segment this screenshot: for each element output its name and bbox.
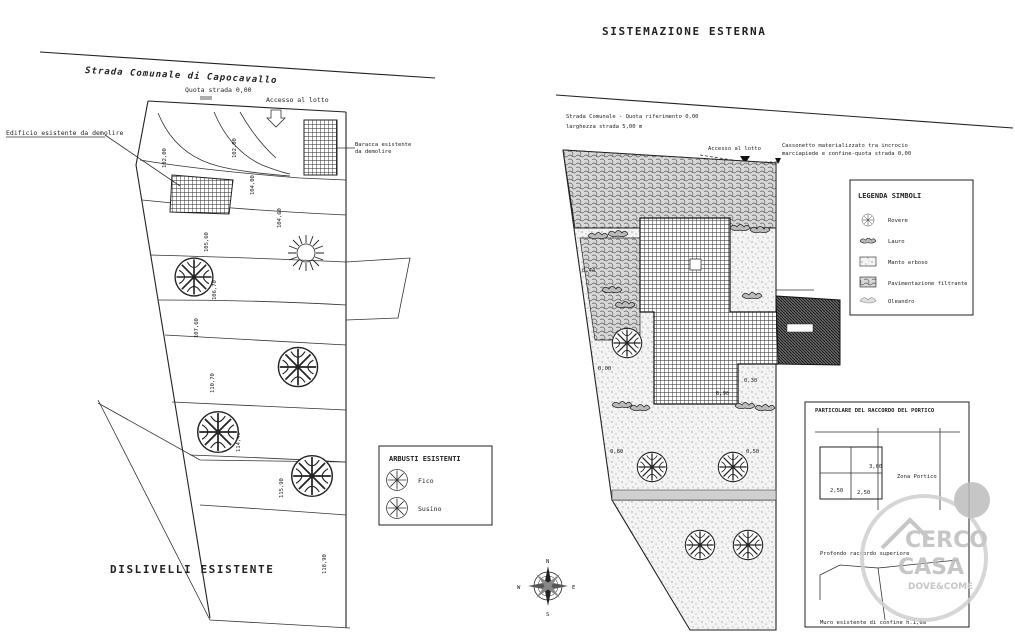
- arrow-down-icon: [266, 109, 286, 128]
- legenda-simboli: LEGENDA SIMBOLI Rovere Lauro Manto erbos…: [849, 179, 974, 316]
- level-label: 104,60: [277, 208, 283, 228]
- detail-zona-portico: Zona Portico: [897, 474, 937, 480]
- access-marker-icon: [740, 156, 750, 164]
- detail-dim-3: 3,00: [869, 464, 882, 470]
- arbusti-legend: ARBUSTI ESISTENTI Fico Susino: [378, 445, 493, 526]
- detail-dim-2: 2,50: [857, 490, 870, 496]
- baracca-label-2: da demolire: [355, 149, 391, 155]
- plum-tree-icon: [290, 454, 334, 498]
- level-label: 102,00: [162, 148, 168, 168]
- road-edge-top: [39, 51, 436, 79]
- legend-item-lauro: Lauro: [888, 239, 905, 245]
- legend-item-pavimentazione: Pavimentazione filtrante: [888, 281, 967, 287]
- left-panel-title: DISLIVELLI ESISTENTE: [110, 563, 274, 576]
- level-label: 104,00: [250, 175, 256, 195]
- plum-icon: [386, 497, 408, 519]
- level-label: 114,40: [236, 432, 242, 452]
- edificio-label: Edificio esistente da demolire: [6, 129, 123, 137]
- edificio-building: [169, 174, 234, 215]
- legend-item-fico: Fico: [418, 477, 434, 485]
- fig-tree-icon: [196, 410, 240, 454]
- grass-swatch-icon: [859, 256, 877, 267]
- oak-tree-icon: [636, 451, 668, 483]
- compass-e: E: [572, 585, 575, 591]
- level-label: 115,90: [279, 478, 285, 498]
- level-label: 107,60: [194, 318, 200, 338]
- laurel-icon: [859, 237, 877, 244]
- detail-muro: Muro esistente di confine h.1,6m: [820, 620, 927, 626]
- oak-tree-icon: [717, 451, 749, 483]
- baracca-label-1: Baracca esistente: [355, 142, 411, 148]
- new-building: [639, 217, 779, 405]
- fig-tree-icon: [174, 257, 214, 297]
- lot-left-boundary: [135, 100, 211, 619]
- level-label: 105,60: [204, 232, 210, 252]
- cassonetto-marker-icon: [775, 158, 781, 164]
- level-label: 110,70: [210, 373, 216, 393]
- road-edge-bottom: [147, 100, 347, 113]
- detail-raccordo: Profondo raccordo superiore: [820, 551, 909, 557]
- accesso-label: Accesso al lotto: [266, 96, 329, 104]
- level-label-right: 0,90: [716, 391, 729, 397]
- oak-tree-icon: [732, 529, 764, 561]
- sun-tree-icon: [288, 235, 324, 271]
- compass-s: S: [546, 612, 549, 618]
- watermark-line3: DOVE&COME: [908, 582, 973, 592]
- legend-item-susino: Susino: [418, 505, 442, 513]
- oleander-icon: [859, 297, 877, 304]
- level-label-right: 0,30: [744, 378, 757, 384]
- level-label-right: 0,80: [610, 449, 623, 455]
- quota-strada-label: Quota strada 0,00: [185, 86, 252, 94]
- left-panel: Strada Comunale di Capocavallo Quota str…: [6, 51, 493, 629]
- level-label: 106,70: [212, 280, 218, 300]
- cassonetto-line-1: Cassonetto materializzato tra incrocio: [782, 143, 908, 149]
- road-line-1: Strada Comunale - Quota riferimento 0,00: [566, 114, 698, 120]
- oak-tree-icon: [684, 529, 716, 561]
- right-panel-title: SISTEMAZIONE ESTERNA: [602, 25, 766, 38]
- oak-tree-icon: [611, 327, 643, 359]
- fig-tree-icon: [277, 346, 319, 388]
- filtering-pavement: [562, 149, 777, 229]
- cercocasa-logo: CERCO CASA DOVE&COME: [860, 482, 990, 622]
- right-panel: SISTEMAZIONE ESTERNA Strada Comunale - Q…: [517, 25, 1014, 631]
- compass-rose-icon: N S E W: [517, 559, 575, 618]
- level-label: 102,00: [232, 138, 238, 158]
- watermark-line1: CERCO: [905, 528, 988, 553]
- compass-n: N: [546, 559, 549, 565]
- level-label-right: 0,50: [746, 449, 759, 455]
- legenda-title: LEGENDA SIMBOLI: [858, 192, 921, 200]
- legend-item-oleandro: Oleandro: [888, 299, 915, 305]
- legend-item-manto-erboso: Manto erboso: [888, 260, 928, 266]
- legend-item-rovere: Rovere: [888, 218, 908, 224]
- detail-title: PARTICOLARE DEL RACCORDO DEL PORTICO: [815, 408, 935, 414]
- level-label-right: 0,00: [598, 366, 611, 372]
- baracca-building: [303, 119, 338, 176]
- accesso-label-right: Accesso al lotto: [708, 146, 761, 152]
- cassonetto-line-2: marciapiede e confine-quota strada 0,00: [782, 151, 911, 157]
- pavement-swatch-icon: [859, 276, 877, 288]
- road-line-2: larghezza strada 5,00 m: [566, 124, 643, 130]
- level-label-right: 0,44: [582, 268, 596, 274]
- portico-detail: PARTICOLARE DEL RACCORDO DEL PORTICO Zon…: [804, 401, 970, 628]
- road-label: Strada Comunale di Capocavallo: [85, 65, 278, 86]
- arbusti-legend-title: ARBUSTI ESISTENTI: [389, 455, 461, 463]
- watermark-line2: CASA: [898, 555, 964, 580]
- compass-w: W: [517, 585, 521, 591]
- level-label: 118,90: [322, 554, 328, 574]
- oak-icon: [861, 213, 875, 227]
- fig-icon: [386, 469, 408, 491]
- detail-dim-1: 2,50: [830, 488, 843, 494]
